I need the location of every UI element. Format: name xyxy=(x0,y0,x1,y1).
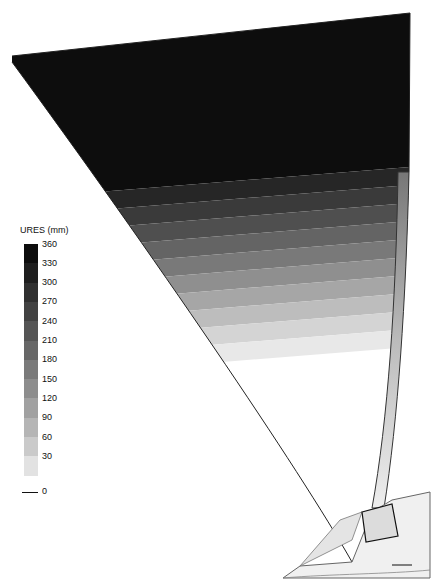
colorbar-segment xyxy=(24,321,38,341)
colorbar-segment xyxy=(24,437,38,457)
legend-value: 30 xyxy=(42,452,52,461)
legend-value: 60 xyxy=(42,433,52,442)
hub-block xyxy=(362,504,398,542)
legend-value: 270 xyxy=(42,297,57,306)
legend-value: 210 xyxy=(42,336,57,345)
colorbar-segment xyxy=(24,456,38,476)
legend-value: 0 xyxy=(42,487,47,496)
legend-value: 150 xyxy=(42,375,57,384)
colorbar-segment xyxy=(24,244,38,264)
colorbar-segment xyxy=(24,302,38,322)
colorbar-segment xyxy=(24,360,38,380)
legend-value: 180 xyxy=(42,355,57,364)
legend-heading: URES (mm) xyxy=(20,226,69,235)
legend-value: 240 xyxy=(42,317,57,326)
colorbar-segment xyxy=(24,379,38,399)
legend-line-sample xyxy=(22,492,38,493)
legend-value: 120 xyxy=(42,394,57,403)
colorbar-segment xyxy=(24,418,38,438)
colorbar-segment xyxy=(24,341,38,361)
legend-value: 360 xyxy=(42,240,57,249)
colorbar-segment xyxy=(24,398,38,418)
blade-edge xyxy=(12,62,362,566)
spar xyxy=(372,172,409,508)
colorbar-segment xyxy=(24,283,38,303)
hub-base xyxy=(283,492,430,578)
legend-value: 330 xyxy=(42,259,57,268)
colorbar-segment xyxy=(24,263,38,283)
displacement-bands xyxy=(0,0,434,380)
legend-value: 300 xyxy=(42,278,57,287)
legend-value: 90 xyxy=(42,413,52,422)
